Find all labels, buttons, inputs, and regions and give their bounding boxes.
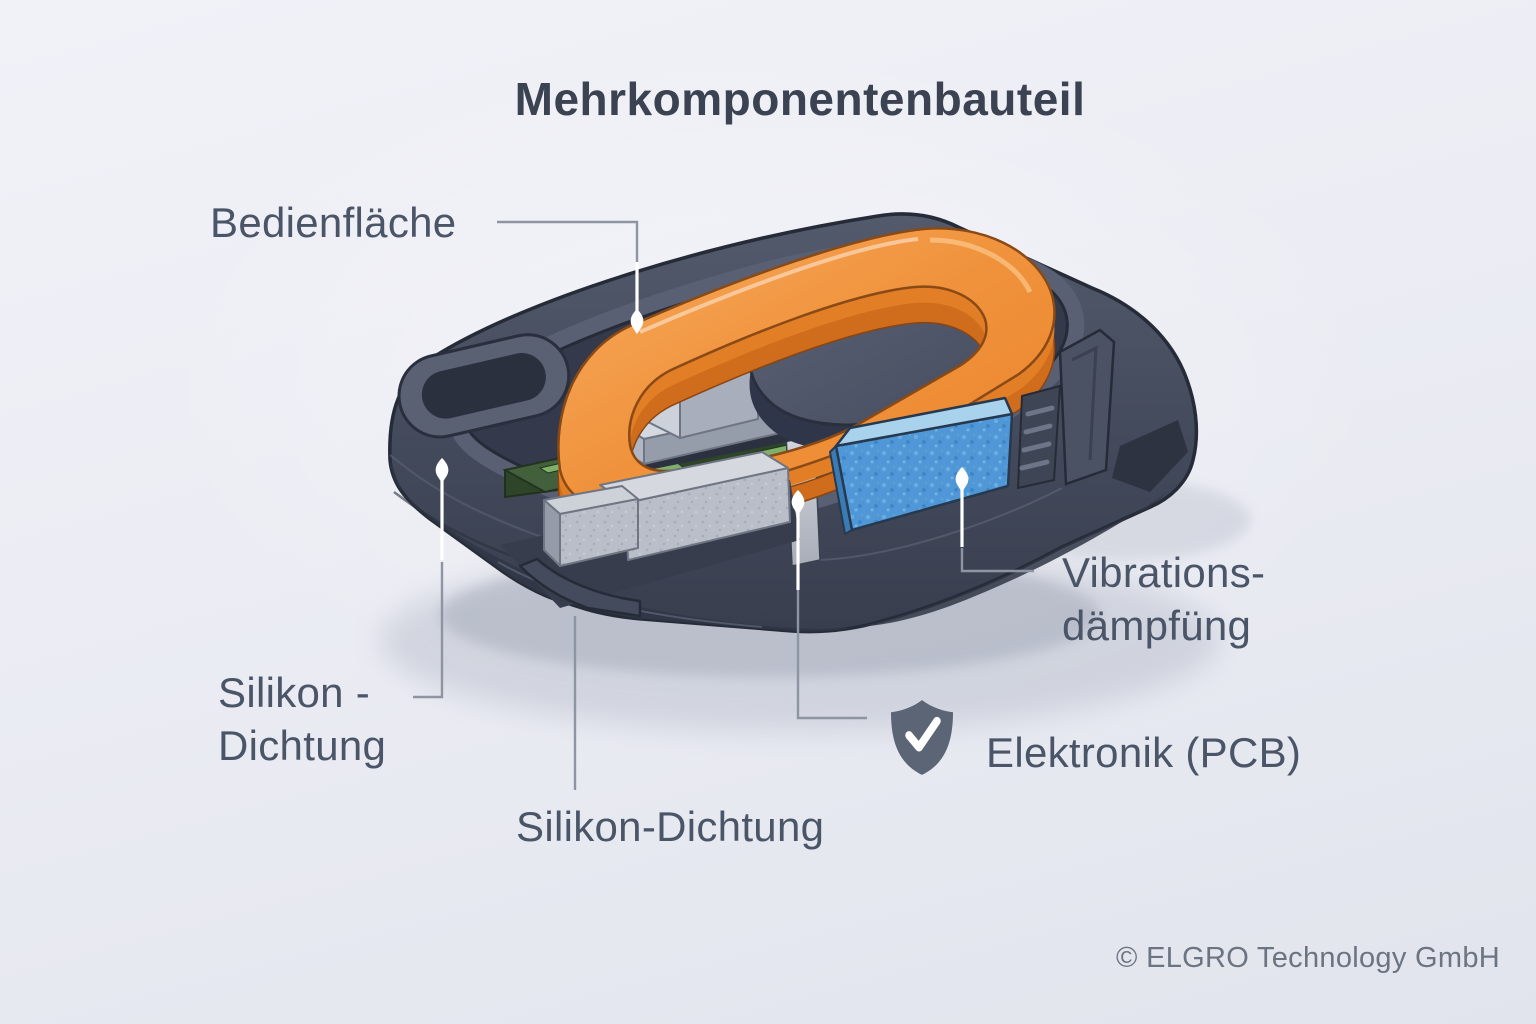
callout-vibrationsdaempfung: Vibrations- dämpfüng — [1062, 546, 1265, 652]
leader-pointers — [440, 262, 964, 590]
housing-left-lip — [397, 333, 571, 439]
callout-silikon-links-line2: Dichtung — [218, 722, 387, 769]
housing-foot — [1112, 420, 1188, 492]
shield-check-icon — [891, 700, 953, 775]
seal-cross-section-steps — [500, 451, 800, 618]
callout-bedienflaeche: Bedienfläche — [210, 199, 457, 246]
callout-elektronik-pcb: Elektronik (PCB) — [986, 729, 1302, 776]
callout-silikon-links-line1: Silikon - — [218, 669, 371, 716]
callout-silikon-dichtung-unten: Silikon-Dichtung — [516, 803, 825, 850]
callout-vibration-line2: dämpfüng — [1062, 602, 1252, 649]
callout-vibration-line1: Vibrations- — [1062, 549, 1266, 596]
callout-silikon-dichtung-links: Silikon - Dichtung — [218, 666, 386, 772]
page-title: Mehrkomponentenbauteil — [514, 73, 1086, 125]
copyright-notice: © ELGRO Technology GmbH — [1116, 942, 1500, 974]
vent-ribs — [1016, 328, 1188, 492]
leader-lines — [413, 220, 1034, 790]
vibration-damper-foam — [829, 396, 1014, 535]
